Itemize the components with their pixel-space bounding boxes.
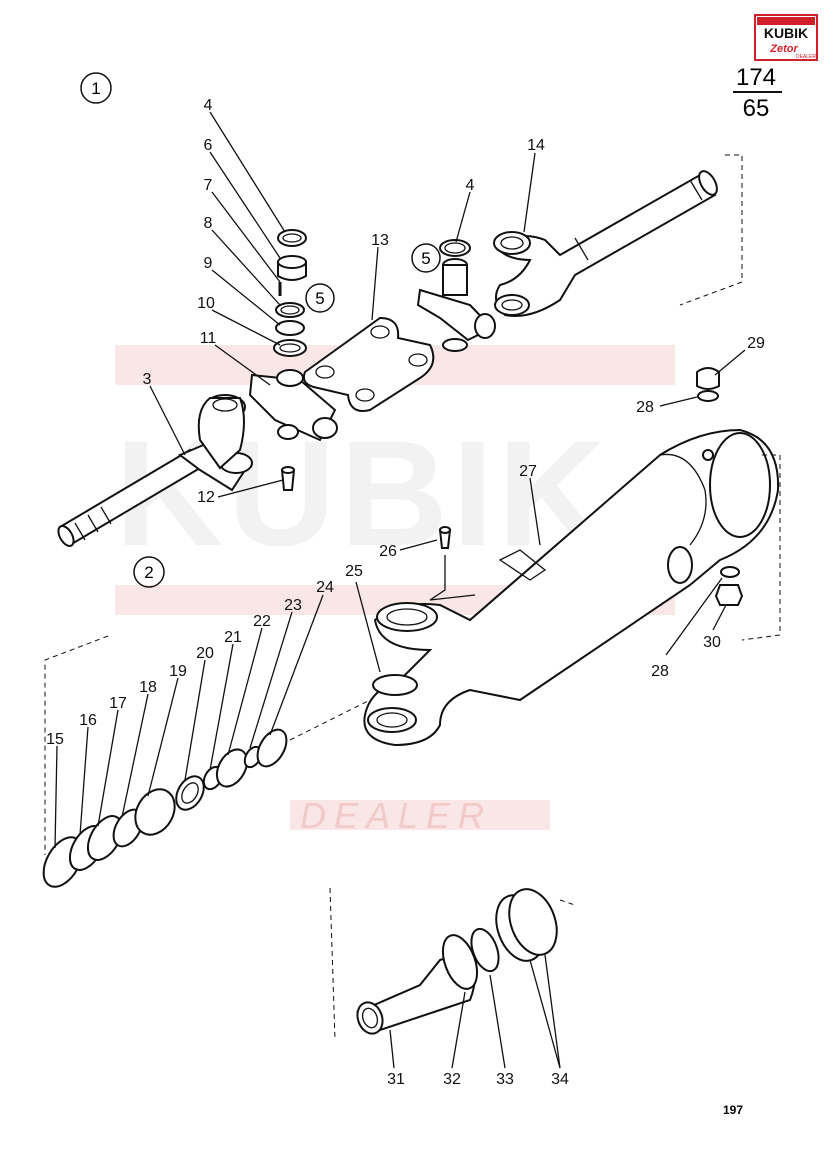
callout-18: 18 xyxy=(139,679,157,696)
callout-4-right: 4 xyxy=(466,177,475,194)
kingpin-assembly xyxy=(356,888,558,1035)
callout-12: 12 xyxy=(197,489,215,506)
callout-21: 21 xyxy=(224,629,242,646)
group-marker-2: 2 xyxy=(133,556,165,588)
callout-leaders xyxy=(54,111,746,1069)
callout-25: 25 xyxy=(345,563,363,580)
page-ref-numerator: 174 xyxy=(736,64,776,91)
callout-16: 16 xyxy=(79,712,97,729)
callout-8: 8 xyxy=(204,215,213,232)
group-marker-1: 1 xyxy=(80,72,112,104)
callout-28-lower: 28 xyxy=(651,663,669,680)
shaft-left-3 xyxy=(57,394,253,547)
callout-14: 14 xyxy=(527,137,545,154)
grease-nipple-26 xyxy=(438,526,452,549)
axle-housing-27 xyxy=(363,428,780,747)
callout-15: 15 xyxy=(46,731,64,748)
grease-nipple-12 xyxy=(280,466,296,491)
callout-30: 30 xyxy=(703,634,721,651)
watermark-text: KUBIK xyxy=(115,409,610,577)
callout-26: 26 xyxy=(379,543,397,560)
page-number: 197 xyxy=(723,1103,743,1117)
callout-17: 17 xyxy=(109,695,127,712)
callout-11: 11 xyxy=(200,330,217,347)
leader-dash-hub xyxy=(44,635,371,855)
page-ref-denominator: 65 xyxy=(743,95,770,122)
nut-30 xyxy=(714,566,744,606)
logo-top-text: KUBIK xyxy=(764,25,808,41)
svg-text:5: 5 xyxy=(421,249,430,268)
callout-4-left: 4 xyxy=(204,97,213,114)
hub-ring-set xyxy=(42,728,288,888)
callout-20: 20 xyxy=(196,645,214,662)
callout-22: 22 xyxy=(253,613,271,630)
callout-7: 7 xyxy=(204,177,213,194)
bearing-stack-upper xyxy=(273,229,307,357)
subgroup-marker-5a: 5 xyxy=(305,283,335,313)
watermark-subtext: DEALER xyxy=(300,795,492,836)
page-reference: 174 65 xyxy=(733,64,782,122)
callout-29: 29 xyxy=(747,335,765,352)
logo-bottom-text: Zetor xyxy=(769,43,798,55)
leader-dash-kingpin xyxy=(329,887,576,1041)
subgroup-marker-5b: 5 xyxy=(411,243,441,273)
callout-27: 27 xyxy=(519,463,537,480)
nipple-26-leader xyxy=(429,555,476,601)
callout-3: 3 xyxy=(143,371,152,388)
callout-28-upper: 28 xyxy=(636,399,654,416)
svg-text:2: 2 xyxy=(144,563,153,582)
brand-logo: KUBIK Zetor DEALER xyxy=(754,14,818,61)
svg-text:1: 1 xyxy=(91,79,100,98)
callout-33: 33 xyxy=(496,1071,514,1088)
cross-spider-11 xyxy=(248,369,338,442)
callout-34: 34 xyxy=(551,1071,569,1088)
callout-labels: 3 4 4 6 7 8 9 10 11 12 13 14 15 16 17 18… xyxy=(46,97,765,1088)
logo-sub-text: DEALER xyxy=(796,54,816,60)
callout-32: 32 xyxy=(443,1071,461,1088)
callout-10: 10 xyxy=(197,295,215,312)
callout-23: 23 xyxy=(284,597,302,614)
callout-19: 19 xyxy=(169,663,187,680)
callout-24: 24 xyxy=(316,579,334,596)
callout-9: 9 xyxy=(204,255,213,272)
plug-29 xyxy=(696,367,720,402)
callout-6: 6 xyxy=(204,137,213,154)
svg-text:5: 5 xyxy=(315,289,324,308)
callout-13: 13 xyxy=(371,232,389,249)
link-plate-13 xyxy=(302,316,435,412)
leader-dash-housing xyxy=(741,454,781,641)
shaft-right-14 xyxy=(493,170,718,317)
callout-31: 31 xyxy=(387,1071,405,1088)
cross-spider-right xyxy=(416,239,496,352)
